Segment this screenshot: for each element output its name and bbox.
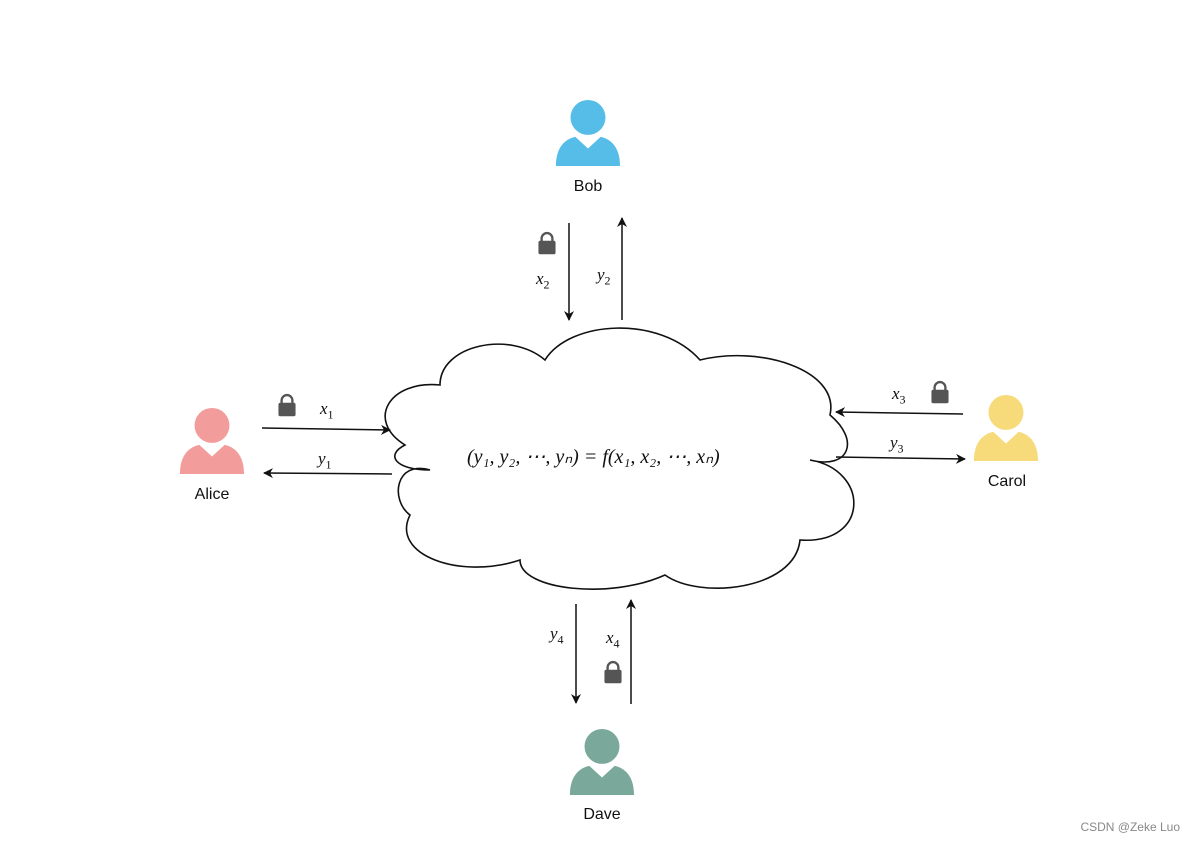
y1-label: y1 (318, 449, 332, 472)
dave-person-icon (569, 728, 635, 795)
x2-label: x2 (536, 269, 550, 292)
carol-lock-icon (931, 380, 949, 404)
bob-person-icon (555, 99, 621, 166)
x4-label: x4 (606, 628, 620, 651)
carol-to-cloud-arrow (835, 407, 964, 418)
carol-label: Carol (987, 473, 1027, 490)
cloud-to-alice-arrow (263, 468, 393, 479)
x3-label: x3 (892, 384, 906, 407)
cloud-shape (384, 327, 855, 590)
dave-lock-icon (604, 660, 622, 684)
cloud-to-carol-arrow (835, 453, 966, 464)
alice-label: Alice (194, 486, 230, 503)
y3-label: y3 (890, 433, 904, 456)
y2-label: y2 (597, 265, 611, 288)
carol-person-icon (973, 394, 1039, 461)
bob-lock-icon (538, 231, 556, 255)
mpc-formula: (y₁, y₂, ⋯, yₙ) = f(x₁, x₂, ⋯, xₙ) (467, 446, 720, 468)
watermark: CSDN @Zeke Luo (1080, 820, 1180, 834)
alice-to-cloud-arrow (261, 424, 391, 435)
x1-label: x1 (320, 399, 334, 422)
alice-person-icon (179, 407, 245, 474)
bob-label: Bob (573, 178, 603, 195)
alice-lock-icon (278, 393, 296, 417)
y4-label: y4 (550, 624, 564, 647)
dave-label: Dave (583, 806, 621, 823)
